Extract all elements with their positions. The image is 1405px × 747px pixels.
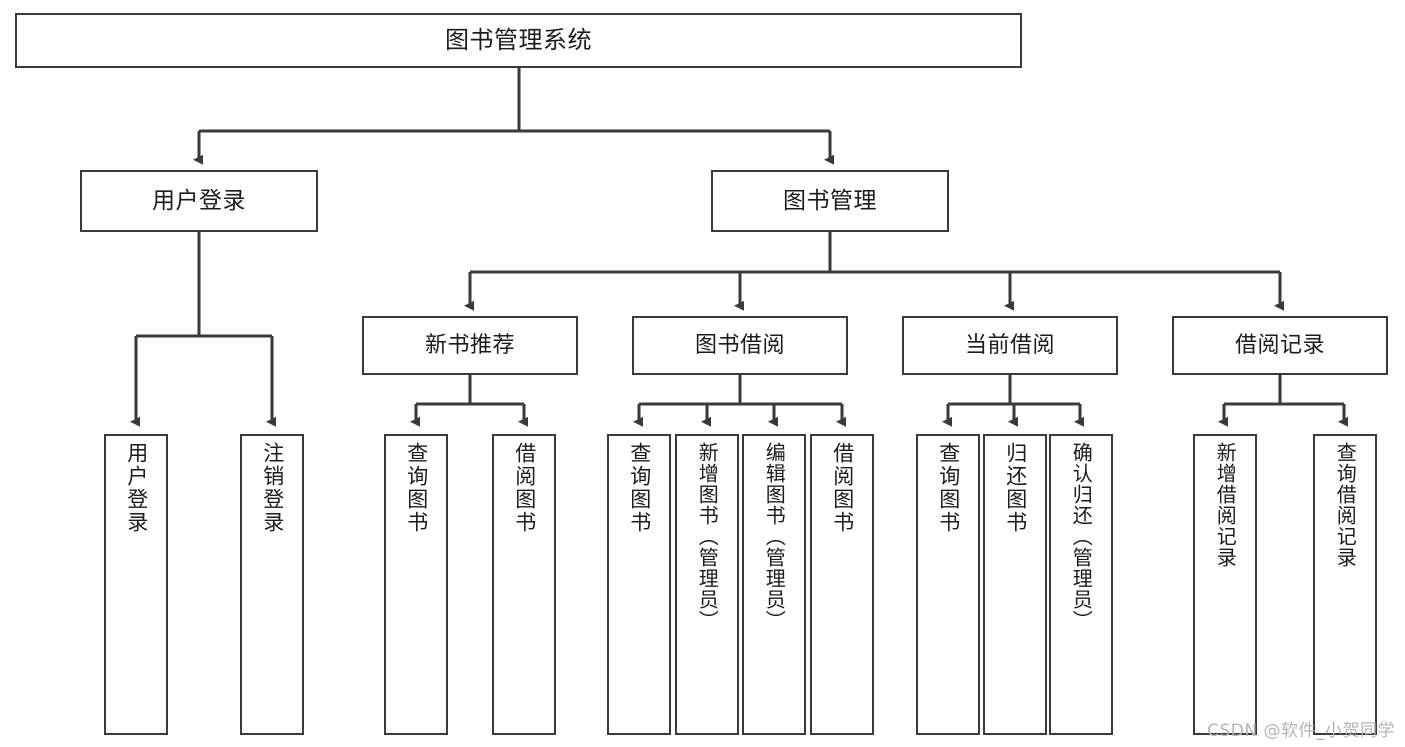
- node-leaf-query-book-3-label: 查询图书: [936, 442, 961, 534]
- node-leaf-return-book[interactable]: 归还图书: [983, 434, 1047, 735]
- node-book-borrow-label: 图书借阅: [694, 332, 785, 358]
- node-borrow-record[interactable]: 借阅记录: [1172, 316, 1388, 375]
- node-root[interactable]: 图书管理系统: [15, 13, 1022, 68]
- node-leaf-borrow-book-2-label: 借阅图书: [830, 442, 855, 534]
- watermark-text: CSDN @软件_小贺同学: [1207, 721, 1395, 741]
- node-new-book-rec[interactable]: 新书推荐: [362, 316, 578, 375]
- node-leaf-query-book-3[interactable]: 查询图书: [916, 434, 980, 735]
- node-leaf-borrow-book-1-label: 借阅图书: [512, 442, 537, 534]
- node-book-manage-label: 图书管理: [783, 187, 877, 214]
- node-leaf-borrow-book-1[interactable]: 借阅图书: [492, 434, 556, 735]
- node-leaf-edit-book[interactable]: 编辑图书（管理员）: [742, 434, 806, 735]
- node-leaf-query-record[interactable]: 查询借阅记录: [1313, 434, 1377, 735]
- node-new-book-rec-label: 新书推荐: [424, 332, 515, 358]
- node-leaf-user-logout[interactable]: 注销登录: [240, 434, 304, 735]
- node-leaf-query-book-1[interactable]: 查询图书: [384, 434, 448, 735]
- node-leaf-return-book-label: 归还图书: [1003, 442, 1028, 534]
- node-book-manage[interactable]: 图书管理: [711, 170, 949, 232]
- node-current-borrow[interactable]: 当前借阅: [902, 316, 1118, 375]
- node-leaf-add-book[interactable]: 新增图书（管理员）: [675, 434, 739, 735]
- node-leaf-confirm-return[interactable]: 确认归还（管理员）: [1049, 434, 1113, 735]
- node-root-label: 图书管理系统: [445, 25, 592, 54]
- node-borrow-record-label: 借阅记录: [1234, 332, 1325, 358]
- node-leaf-confirm-return-label: 确认归还（管理员）: [1069, 442, 1094, 631]
- node-leaf-query-book-1-label: 查询图书: [404, 442, 429, 534]
- node-book-borrow[interactable]: 图书借阅: [632, 316, 848, 375]
- node-current-borrow-label: 当前借阅: [964, 332, 1055, 358]
- node-leaf-query-record-label: 查询借阅记录: [1333, 442, 1358, 568]
- node-leaf-borrow-book-2[interactable]: 借阅图书: [810, 434, 874, 735]
- node-user-login-label: 用户登录: [152, 187, 246, 214]
- node-leaf-add-record-label: 新增借阅记录: [1213, 442, 1238, 568]
- node-leaf-user-login-label: 用户登录: [124, 442, 149, 534]
- node-leaf-user-login[interactable]: 用户登录: [104, 434, 168, 735]
- node-leaf-query-book-2-label: 查询图书: [627, 442, 652, 534]
- node-leaf-user-logout-label: 注销登录: [260, 442, 285, 534]
- node-leaf-add-book-label: 新增图书（管理员）: [695, 442, 720, 631]
- node-leaf-query-book-2[interactable]: 查询图书: [607, 434, 671, 735]
- node-user-login[interactable]: 用户登录: [80, 170, 318, 232]
- node-leaf-edit-book-label: 编辑图书（管理员）: [762, 442, 787, 631]
- node-leaf-add-record[interactable]: 新增借阅记录: [1193, 434, 1257, 735]
